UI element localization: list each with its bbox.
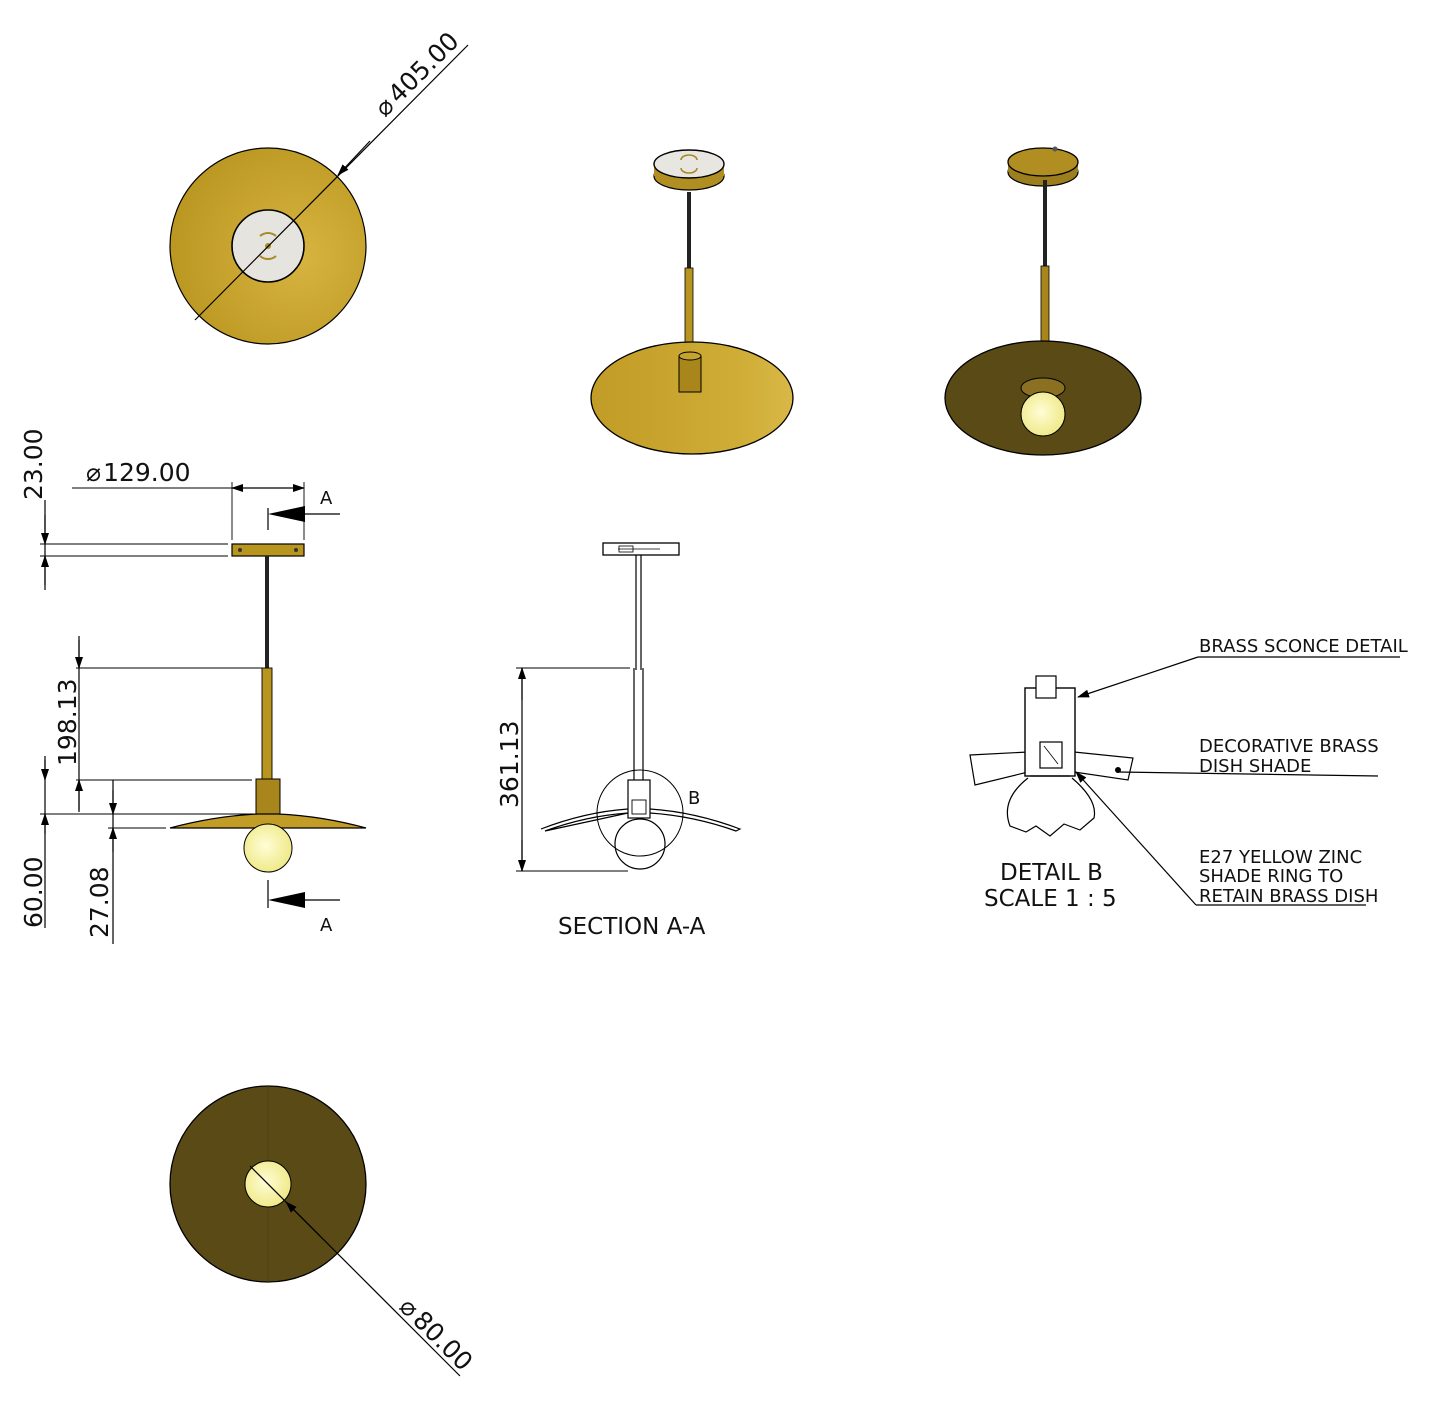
overall-section-label: 361.13 [495,721,524,808]
front-canopy [231,543,305,557]
front-bulb [243,823,293,873]
iso-view-top [590,149,794,455]
bulb-diameter-leader [249,1165,461,1377]
front-elevation: A A ⌀129.00 23.00 198.13 60.0 [19,428,367,944]
callout-shade-line2: DISH SHADE [1199,756,1311,777]
front-socket [255,778,281,817]
callout-sconce: BRASS SCONCE DETAIL [1199,636,1408,657]
drop-27-label: 27.08 [85,866,114,938]
drop-60-label: 60.00 [19,856,48,928]
detail-title: DETAIL B [1000,860,1103,886]
detail-b-circle [596,769,684,857]
detail-bulb [1006,777,1096,837]
section-bulb [614,818,666,870]
iso-view-bottom [944,146,1142,456]
section-marker-bottom: A [320,915,333,936]
detail-shade-left [969,751,1029,786]
bottom-view: ⌀80.00 [169,1085,479,1377]
iso-shade [590,341,794,455]
shade-diameter-label: ⌀405.00 [369,26,465,122]
rod-length-label: 198.13 [53,679,82,766]
iso2-bulb [1020,391,1066,437]
canopy-diameter-label: ⌀129.00 [86,458,191,487]
iso-socket [678,355,702,393]
section-marker-top: A [320,488,333,509]
bulb-diameter-label: ⌀80.00 [394,1292,479,1377]
callout-ring-line3: RETAIN BRASS DISH [1199,886,1378,907]
section-caption: SECTION A-A [558,914,706,940]
iso-canopy-face [653,149,725,179]
callout-shade-line1: DECORATIVE BRASS [1199,736,1379,757]
top-view: ⌀405.00 [169,26,469,345]
section-shade [540,808,742,832]
detail-marker: B [688,788,700,809]
front-rod [261,667,273,781]
iso2-canopy [1007,147,1079,177]
detail-scale: SCALE 1 : 5 [984,886,1117,912]
canopy-slot-icon [259,232,277,260]
shade-diameter-arrow [337,140,371,176]
section-view: B 361.13 SECTION A-A [495,542,742,940]
callout-ring-line1: E27 YELLOW ZINC [1199,847,1362,868]
callout-ring-line2: SHADE RING TO [1199,866,1343,887]
detail-view: DETAIL B SCALE 1 : 5 BRASS SCONCE DETAIL… [969,636,1408,912]
iso2-rod [1040,265,1050,347]
front-shade [169,813,367,829]
detail-shade-right [1073,751,1134,781]
shade-diameter-leader [194,44,469,321]
canopy-height-label: 23.00 [19,428,48,500]
